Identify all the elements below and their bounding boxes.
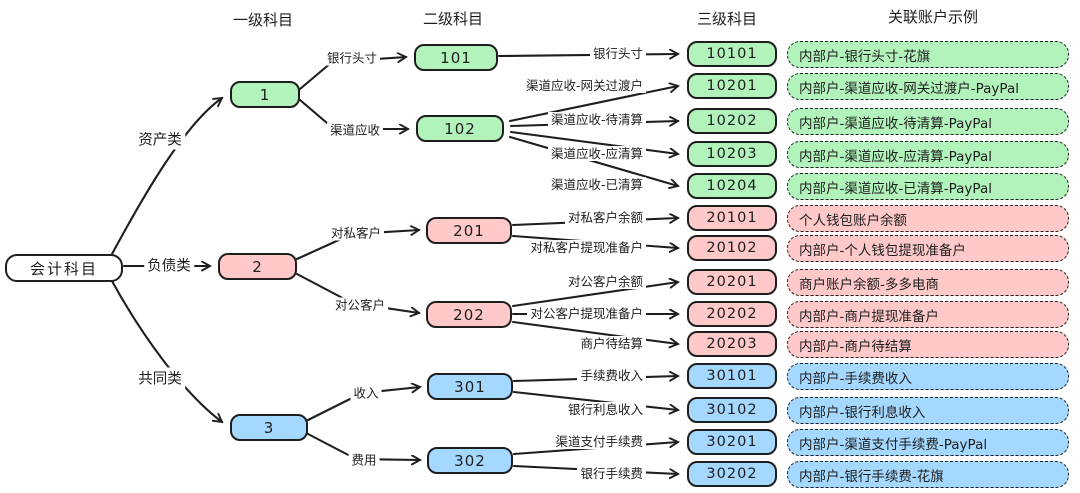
branch-label-assets: 资产类 bbox=[135, 128, 185, 150]
level3-node-20203: 20203 bbox=[687, 331, 777, 357]
example-box-30202: 内部户-银行手续费-花旗 bbox=[787, 461, 1069, 488]
example-box-20102: 内部户-个人钱包提现准备户 bbox=[787, 235, 1069, 262]
example-box-20201: 商户账户余额-多多电商 bbox=[787, 269, 1069, 296]
edge-label-10203: 渠道应收-应清算 bbox=[547, 146, 646, 161]
branch-label-liabilities: 负债类 bbox=[144, 254, 194, 276]
example-box-20203: 内部户-商户待结算 bbox=[787, 331, 1069, 358]
example-box-10201: 内部户-渠道应收-网关过渡户-PayPal bbox=[787, 73, 1069, 100]
edge-label-20101: 对私客户余额 bbox=[564, 210, 646, 225]
level1-node-1: 1 bbox=[230, 81, 300, 108]
edge-label-10201: 渠道应收-网关过渡户 bbox=[522, 78, 646, 93]
level3-node-10204: 10204 bbox=[687, 173, 777, 199]
edge-label-30101: 手续费收入 bbox=[577, 368, 646, 383]
edge-label-20202: 对公客户提现准备户 bbox=[527, 306, 646, 321]
level1-node-2: 2 bbox=[218, 253, 297, 280]
edge-label-30102: 银行利息收入 bbox=[564, 402, 646, 417]
level3-node-20102: 20102 bbox=[687, 235, 777, 261]
level3-node-30202: 30202 bbox=[687, 461, 777, 487]
example-box-30101: 内部户-手续费收入 bbox=[787, 363, 1069, 390]
edge-label-301: 收入 bbox=[350, 385, 382, 401]
level2-node-101: 101 bbox=[414, 44, 498, 71]
level3-node-10203: 10203 bbox=[687, 141, 777, 167]
example-box-30102: 内部户-银行利息收入 bbox=[787, 397, 1069, 424]
example-box-20101: 个人钱包账户余额 bbox=[787, 205, 1069, 232]
edge-label-101: 银行头寸 bbox=[323, 50, 381, 66]
edge-label-20102: 对私客户提现准备户 bbox=[527, 240, 646, 255]
example-box-20202: 内部户-商户提现准备户 bbox=[787, 301, 1069, 328]
level2-node-201: 201 bbox=[426, 217, 512, 244]
example-box-10204: 内部户-渠道应收-已清算-PayPal bbox=[787, 173, 1069, 200]
edge-label-20203: 商户待结算 bbox=[577, 336, 646, 351]
edge-label-20201: 对公客户余额 bbox=[564, 274, 646, 289]
column-header-level3: 三级科目 bbox=[696, 10, 758, 28]
edge-label-302: 费用 bbox=[348, 452, 380, 468]
root-node: 会计科目 bbox=[5, 254, 123, 282]
level3-node-10201: 10201 bbox=[687, 73, 777, 99]
branch-label-common: 共同类 bbox=[135, 367, 185, 389]
edge-label-30202: 银行手续费 bbox=[577, 466, 646, 481]
level1-node-3: 3 bbox=[230, 414, 308, 441]
column-header-level2: 二级科目 bbox=[422, 10, 484, 28]
edge-label-10202: 渠道应收-待清算 bbox=[547, 112, 646, 127]
level3-node-20202: 20202 bbox=[687, 301, 777, 327]
edge-label-202: 对公客户 bbox=[331, 297, 389, 313]
edge-label-10204: 渠道应收-已清算 bbox=[547, 177, 646, 192]
edge-label-201: 对私客户 bbox=[327, 225, 385, 241]
level3-node-10101: 10101 bbox=[687, 41, 777, 67]
column-header-examples: 关联账户示例 bbox=[887, 8, 979, 26]
example-box-10101: 内部户-银行头寸-花旗 bbox=[787, 41, 1069, 68]
level3-node-30101: 30101 bbox=[687, 363, 777, 389]
column-header-level1: 一级科目 bbox=[232, 11, 294, 29]
level3-node-30102: 30102 bbox=[687, 397, 777, 423]
example-box-10203: 内部户-渠道应收-应清算-PayPal bbox=[787, 141, 1069, 168]
level2-node-102: 102 bbox=[416, 115, 504, 142]
edge-label-102: 渠道应收 bbox=[326, 122, 384, 138]
level3-node-10202: 10202 bbox=[687, 108, 777, 134]
level2-node-302: 302 bbox=[427, 447, 513, 474]
example-box-10202: 内部户-渠道应收-待清算-PayPal bbox=[787, 108, 1069, 135]
level3-node-20201: 20201 bbox=[687, 269, 777, 295]
edge-label-30201: 渠道支付手续费 bbox=[552, 434, 646, 449]
level3-node-20101: 20101 bbox=[687, 205, 777, 231]
edge-label-10101: 银行头寸 bbox=[589, 46, 646, 61]
level3-node-30201: 30201 bbox=[687, 429, 777, 455]
example-box-30201: 内部户-渠道支付手续费-PayPal bbox=[787, 429, 1069, 456]
level2-node-301: 301 bbox=[427, 373, 513, 400]
level2-node-202: 202 bbox=[426, 301, 512, 328]
